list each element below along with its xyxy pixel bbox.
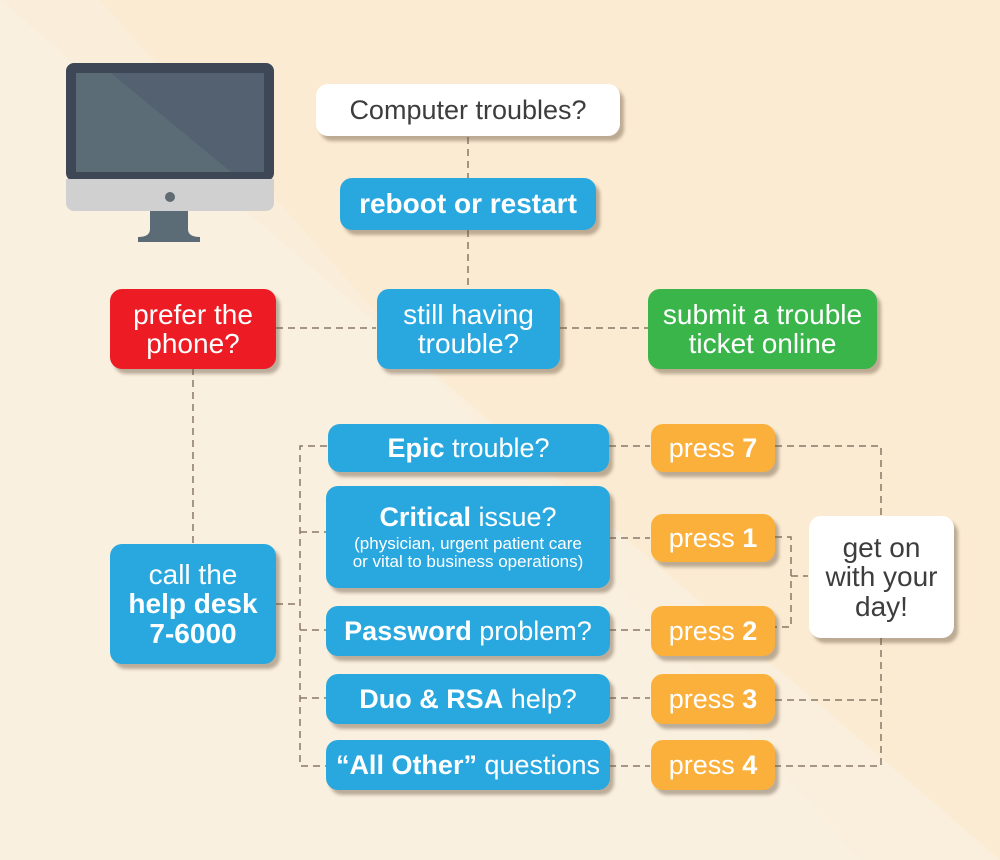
connector-options-trunk (299, 445, 327, 767)
press-4-text: press (668, 749, 743, 780)
press-2-text: press (668, 615, 743, 646)
option-all-other: “All Other” questions (326, 740, 610, 790)
help-desk-line2: help desk (128, 588, 258, 620)
trouble-ticket-line2: ticket online (688, 328, 837, 359)
option-duo-rsa-rest: help? (503, 683, 577, 714)
option-critical-note-line2: or vital to business operations) (352, 552, 584, 572)
option-critical-bold: Critical (379, 501, 471, 532)
option-password-bold: Password (344, 615, 472, 646)
press-7-key: 7 (742, 432, 758, 463)
press-4-key: 4 (742, 749, 758, 780)
option-epic: Epic trouble? (328, 424, 609, 472)
press-7-label: press 7 (669, 434, 758, 462)
option-critical-note-line1: (physician, urgent patient care (354, 534, 582, 554)
press-1-text: press (668, 522, 743, 553)
prefer-phone-line2: phone? (146, 328, 240, 359)
option-critical-rest: issue? (470, 501, 557, 532)
reboot-node: reboot or restart (340, 178, 596, 230)
press-4: press 4 (651, 740, 775, 790)
option-all-other-rest: questions (476, 749, 601, 780)
help-desk-phone-number: 7-6000 (149, 617, 237, 649)
option-password-label: Password problem? (344, 617, 592, 645)
connector-done-press-3-4 (775, 638, 882, 767)
press-1: press 1 (651, 514, 775, 562)
monitor-stand (138, 211, 200, 242)
press-1-label: press 1 (669, 524, 758, 552)
reboot-node-label: reboot or restart (359, 188, 577, 220)
press-1-key: 1 (742, 522, 758, 553)
press-3-key: 3 (742, 683, 758, 714)
still-having-line2: trouble? (417, 328, 520, 359)
done-line2: with your (825, 561, 938, 593)
prefer-phone-node: prefer the phone? (110, 289, 276, 369)
still-having-line1: still having (403, 298, 534, 330)
help-desk-node: call the help desk 7-6000 (110, 544, 276, 664)
option-epic-label: Epic trouble? (387, 434, 549, 462)
option-password-rest: problem? (471, 615, 592, 646)
trouble-ticket-line1: submit a trouble (662, 298, 863, 330)
option-all-other-bold: “All Other” (335, 749, 477, 780)
desktop-monitor-icon (66, 63, 274, 242)
done-line1: get on (842, 531, 921, 563)
press-2-key: 2 (742, 615, 758, 646)
press-3-label: press 3 (669, 685, 758, 713)
trouble-ticket-node: submit a trouble ticket online (648, 289, 877, 369)
option-password: Password problem? (326, 606, 610, 656)
press-3: press 3 (651, 674, 775, 724)
press-2: press 2 (651, 606, 775, 656)
option-critical-label: Critical issue? (379, 503, 556, 531)
press-4-label: press 4 (669, 751, 758, 779)
option-all-other-label: “All Other” questions (336, 751, 600, 779)
press-7-text: press (668, 432, 743, 463)
start-node: Computer troubles? (316, 84, 620, 136)
connector-press-7-done (775, 445, 882, 516)
press-7: press 7 (651, 424, 775, 472)
start-node-label: Computer troubles? (349, 94, 587, 125)
done-line3: day! (855, 590, 908, 622)
press-2-label: press 2 (669, 617, 758, 645)
get-on-with-your-day-node: get on with your day! (809, 516, 954, 638)
option-epic-rest: trouble? (444, 432, 550, 463)
monitor-screen-glare (111, 73, 264, 172)
prefer-phone-line1: prefer the (133, 298, 253, 330)
still-having-trouble-node: still having trouble? (377, 289, 560, 369)
option-epic-bold: Epic (387, 432, 445, 463)
press-3-text: press (668, 683, 743, 714)
option-duo-rsa: Duo & RSA help? (326, 674, 610, 724)
help-desk-line1: call the (148, 558, 238, 590)
connector-press-1-2-bracket (775, 536, 792, 628)
option-critical: Critical issue? (physician, urgent patie… (326, 486, 610, 588)
option-duo-rsa-label: Duo & RSA help? (359, 685, 577, 713)
option-duo-rsa-bold: Duo & RSA (359, 683, 504, 714)
monitor-logo-dot (165, 192, 175, 202)
